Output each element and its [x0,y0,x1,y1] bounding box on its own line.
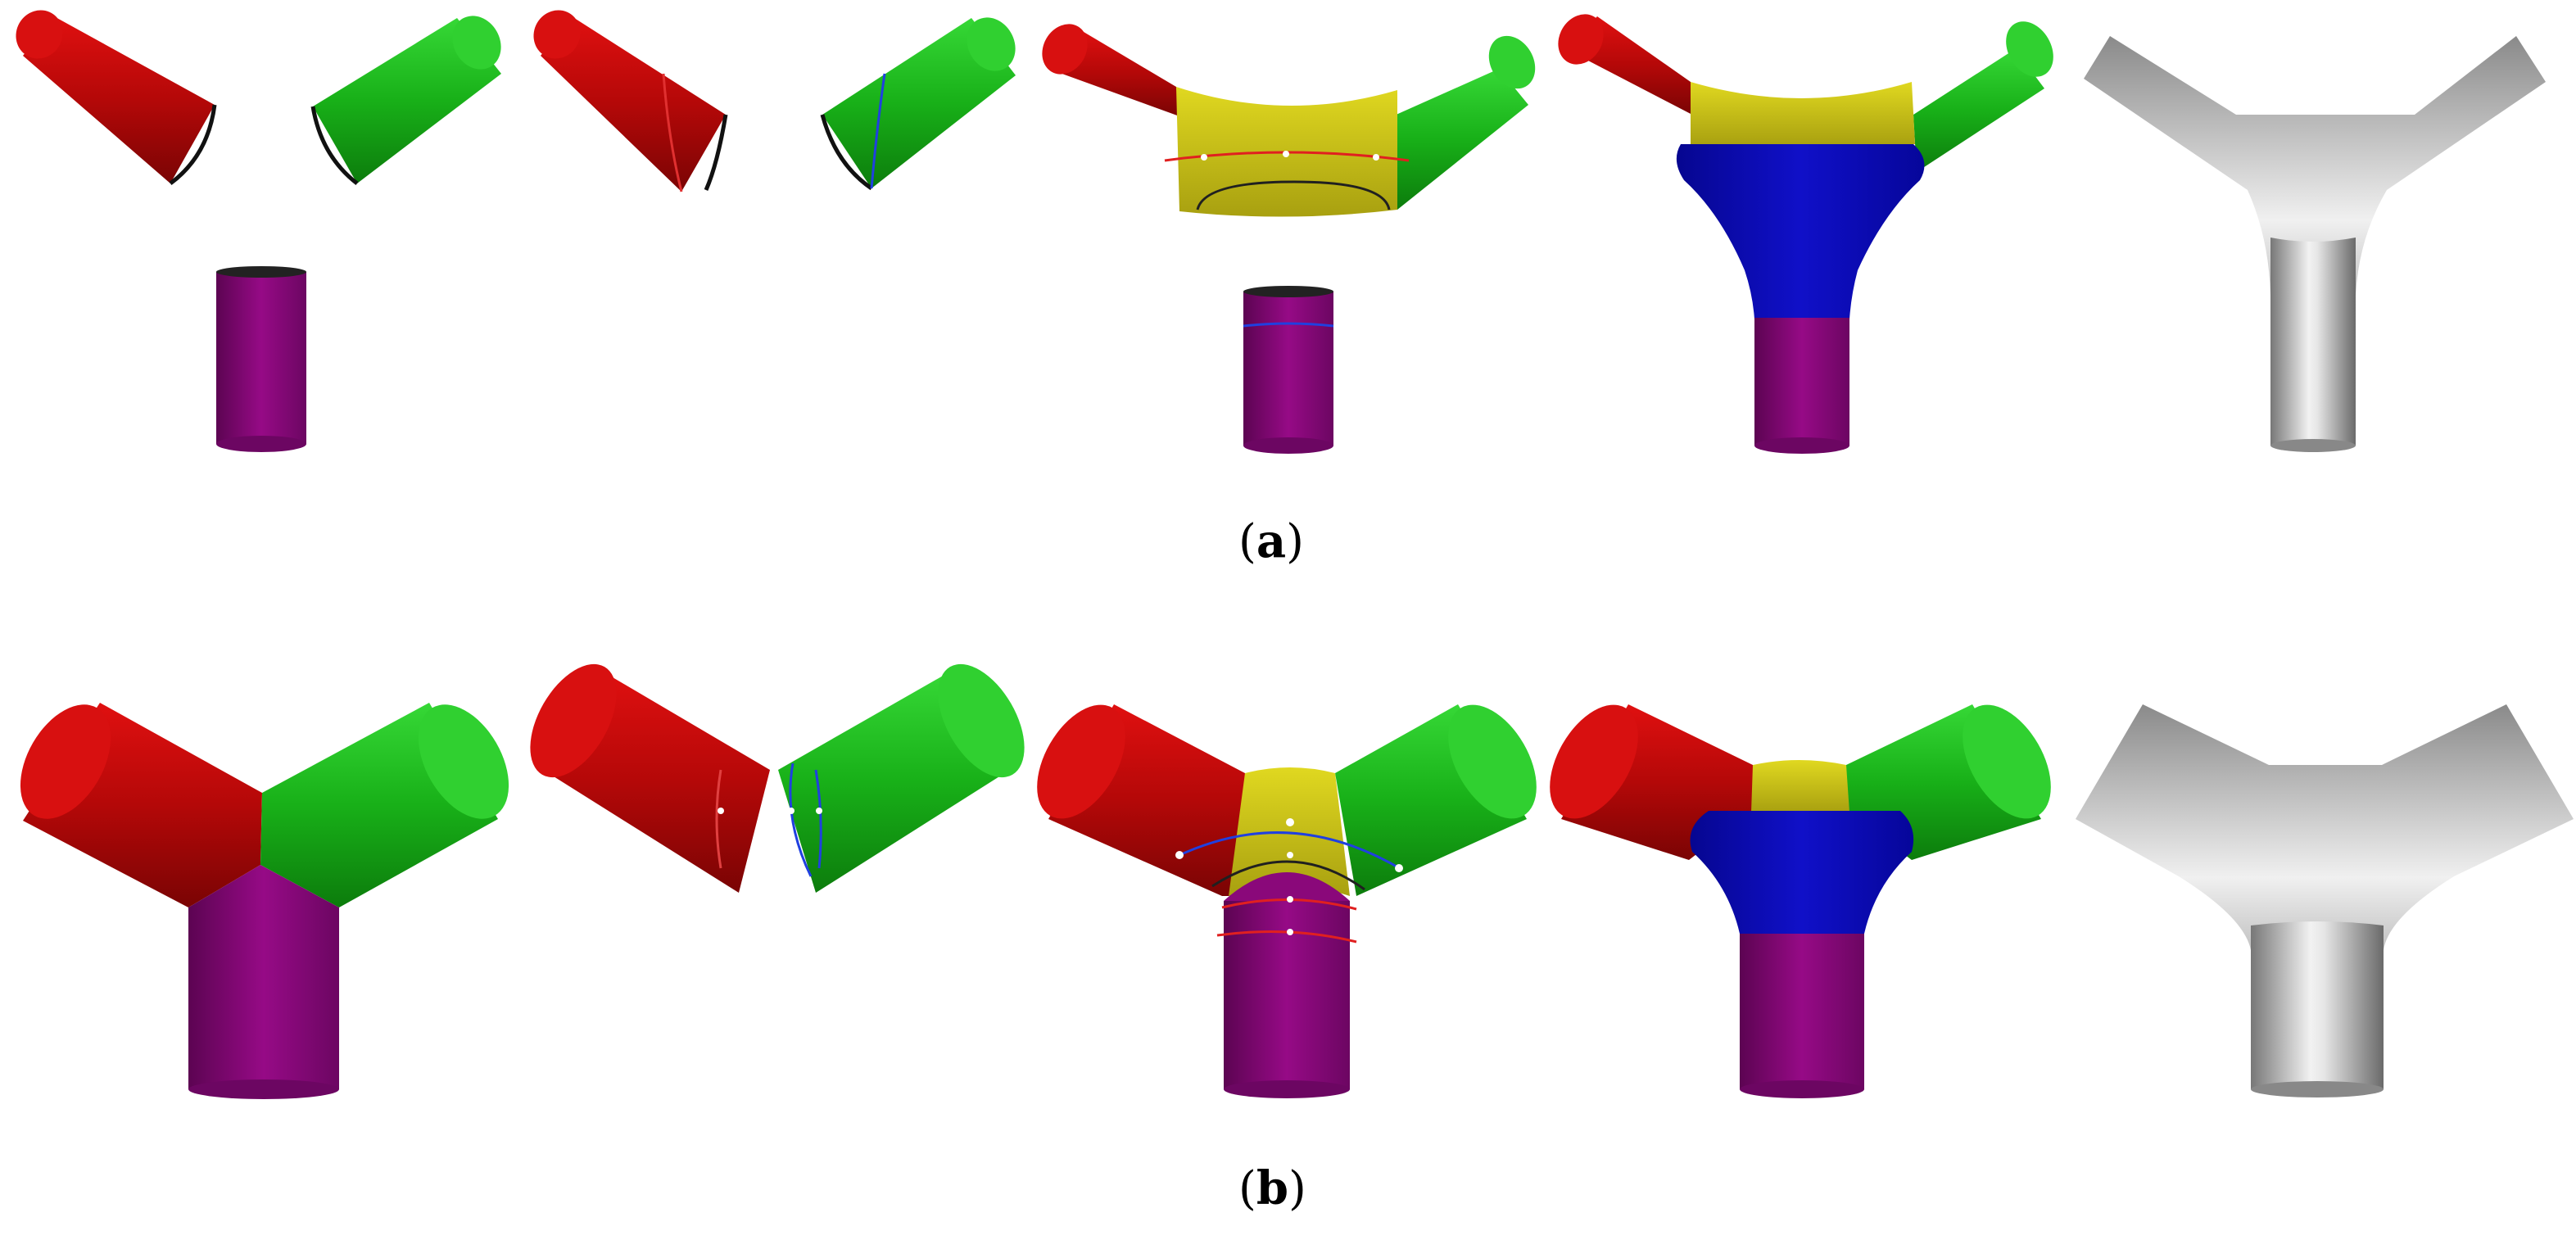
red-cylinder [533,10,728,192]
trim-curve [662,73,683,192]
purple-cylinder [216,266,306,452]
panel-b1 [20,703,509,1099]
panel-a2 [533,10,1016,192]
panel-a5 [2084,36,2546,452]
trim-curve [1243,322,1334,328]
panel-b2 [530,663,1025,893]
red-cylinder [16,10,217,186]
purple-cylinder [1243,286,1334,454]
gray-y-surface [2084,36,2546,446]
panel-b5 [2076,704,2574,1097]
blue-patch [1676,144,1925,319]
caption-b: (b) [1238,1161,1306,1215]
panel-a1 [16,10,501,452]
control-curve [1196,180,1391,210]
caption-a-letter: a [1256,514,1287,568]
panel-b4 [1550,704,2051,1098]
green-cylinder [310,16,501,185]
caption-a: (a) [1238,514,1305,568]
green-cylinder [820,17,1016,191]
panel-a3 [1042,24,1536,454]
caption-b-letter: b [1256,1161,1289,1215]
gray-y-surface [2076,704,2574,1089]
trim-curve [870,73,886,189]
panel-a4 [1558,14,2053,454]
panel-b3 [1037,704,1537,1098]
